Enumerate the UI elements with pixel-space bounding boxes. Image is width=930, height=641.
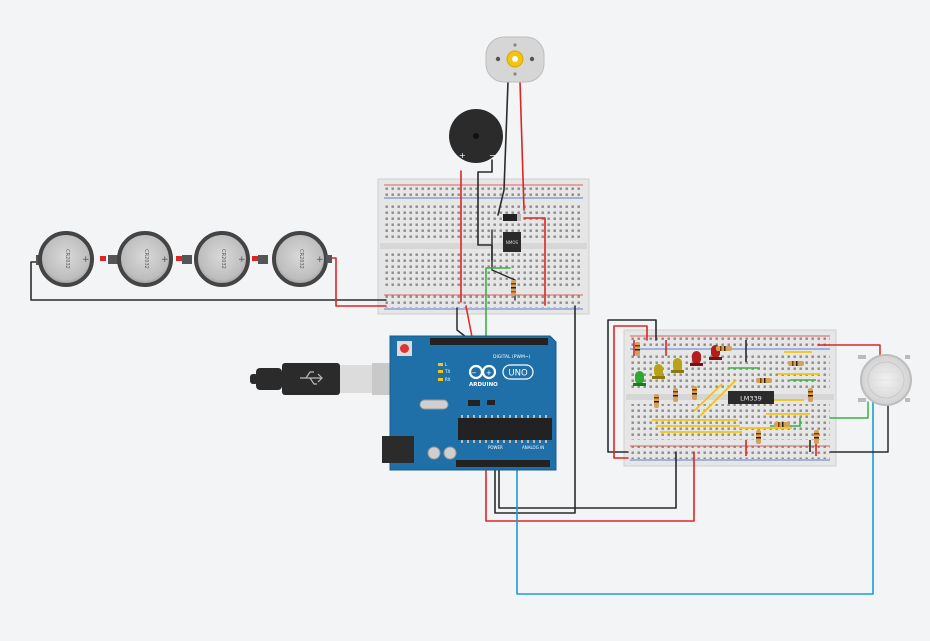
breadboard-top[interactable] — [377, 178, 590, 315]
dc-motor[interactable] — [485, 36, 545, 83]
arduino-model: UNO — [508, 369, 528, 379]
led-red-1[interactable] — [690, 351, 703, 366]
diode[interactable] — [503, 214, 521, 221]
power-header-label: POWER — [488, 445, 503, 450]
resistor-top[interactable] — [511, 280, 516, 296]
arduino-logo-icon — [468, 364, 497, 380]
coin-battery-4[interactable]: CR2032 + — [258, 231, 332, 287]
battery-3-label: CR2032 — [220, 249, 226, 269]
svg-text:+: + — [316, 255, 324, 265]
wire-battery-positive[interactable] — [329, 257, 387, 307]
nmos-transistor[interactable]: NMOS — [503, 232, 521, 252]
analog-header-label: ANALOG IN — [522, 445, 544, 450]
tx-label: TX — [444, 369, 450, 374]
battery-4-label: CR2032 — [298, 249, 304, 269]
wire-motor-red[interactable] — [519, 81, 525, 211]
battery-1-label: CR2032 — [64, 249, 70, 269]
battery-pack[interactable]: CR2032 + CR2032 + CR2032 + CR2032 + — [36, 231, 332, 287]
wire-signal-green[interactable] — [485, 267, 511, 342]
svg-text:−: − — [471, 369, 477, 377]
wire-motor-black[interactable] — [497, 81, 509, 216]
gas-sensor[interactable] — [858, 354, 912, 406]
rx-label: RX — [445, 377, 451, 382]
comparator-label: LM339 — [740, 395, 762, 403]
led-green[interactable] — [633, 371, 646, 386]
wire-battery-negative[interactable] — [30, 261, 387, 301]
arduino-brand: ARDUINO — [469, 382, 498, 388]
coin-battery-3[interactable]: CR2032 + — [182, 231, 250, 287]
battery-2-label: CR2032 — [143, 249, 149, 269]
svg-text:+: + — [161, 255, 169, 265]
right-board-components: LM339 — [633, 340, 820, 456]
resistor-array[interactable] — [635, 342, 819, 444]
wire-gnd-long[interactable] — [494, 305, 576, 514]
svg-text:+: + — [238, 255, 246, 265]
piezo-buzzer[interactable]: + − — [449, 109, 503, 163]
wire-5v-red[interactable] — [485, 451, 695, 522]
led-yellow-1[interactable] — [652, 364, 665, 379]
coin-battery-2[interactable]: CR2032 + — [108, 231, 173, 287]
svg-text:+: + — [82, 255, 90, 265]
arduino-uno[interactable]: − + ARDUINO UNO DIGITAL (PWM~) POWER ANA… — [382, 335, 557, 471]
wire-analog-blue[interactable] — [516, 401, 874, 595]
wires — [30, 81, 889, 595]
coin-battery-1[interactable]: CR2032 + — [36, 231, 94, 287]
usb-plug-icon — [300, 371, 323, 385]
l-label: L — [445, 362, 448, 367]
transistor-label: NMOS — [506, 240, 519, 245]
svg-text:+: + — [486, 369, 492, 377]
digital-header-label: DIGITAL (PWM~) — [493, 354, 531, 360]
buzzer-plus: + — [459, 151, 466, 160]
led-yellow-2[interactable] — [671, 358, 684, 373]
buzzer-minus: − — [489, 151, 496, 160]
lm339-comparator[interactable]: LM339 — [728, 391, 774, 404]
usb-cable[interactable] — [250, 363, 414, 395]
